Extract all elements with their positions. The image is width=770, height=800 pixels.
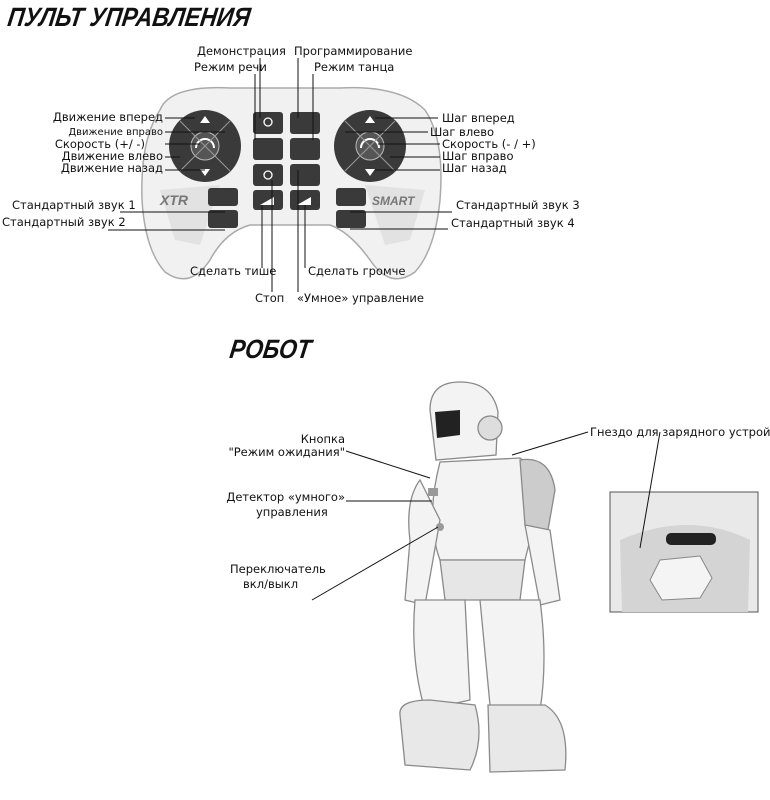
label-detector-1: Детектор «умного» <box>226 490 345 504</box>
label-standby-button-2: "Режим ожидания" <box>228 445 345 459</box>
right-dpad <box>334 110 406 182</box>
label-move-forward: Движение вперед <box>52 110 163 124</box>
label-detector-2: управления <box>256 505 328 519</box>
label-dance-mode: Режим танца <box>314 60 395 74</box>
left-dpad <box>169 110 241 182</box>
label-step-left: Шаг влево <box>430 125 495 139</box>
label-stop: Стоп <box>255 291 285 305</box>
label-switch-2: вкл/выкл <box>243 577 299 591</box>
label-speed-right: Скорость (- / +) <box>442 137 536 151</box>
label-volume-up: Сделать громче <box>308 264 406 278</box>
label-move-back: Движение назад <box>60 161 163 175</box>
brand-smart-logo: SMART <box>372 194 416 208</box>
label-step-forward: Шаг вперед <box>442 111 515 125</box>
label-sound3: Стандартный звук 3 <box>456 198 580 212</box>
brand-xtr-logo: XTR <box>159 192 189 208</box>
label-move-right: Движение вправо <box>68 127 163 138</box>
label-speed-left: Скорость (+/ -) <box>54 137 145 151</box>
label-smart-control: «Умное» управление <box>297 291 424 305</box>
label-move-left: Движение влево <box>61 149 163 163</box>
label-step-right: Шаг вправо <box>442 149 514 163</box>
label-speech-mode: Режим речи <box>194 60 267 74</box>
remote-control-illustration: XTR SMART <box>108 58 452 292</box>
label-charger-port: Гнездо для зарядного устройства <box>590 425 770 439</box>
label-step-back: Шаг назад <box>442 161 507 175</box>
label-demo: Демонстрация <box>197 44 286 58</box>
label-switch-1: Переключатель <box>230 562 326 576</box>
label-sound2: Стандартный звук 2 <box>2 215 126 229</box>
charger-port-inset-photo <box>609 431 759 613</box>
label-volume-down: Сделать тише <box>190 264 277 278</box>
label-standby-button-1: Кнопка <box>300 432 345 446</box>
label-programming: Программирование <box>294 44 413 58</box>
label-sound1: Стандартный звук 1 <box>12 198 136 212</box>
label-sound4: Стандартный звук 4 <box>451 216 575 230</box>
